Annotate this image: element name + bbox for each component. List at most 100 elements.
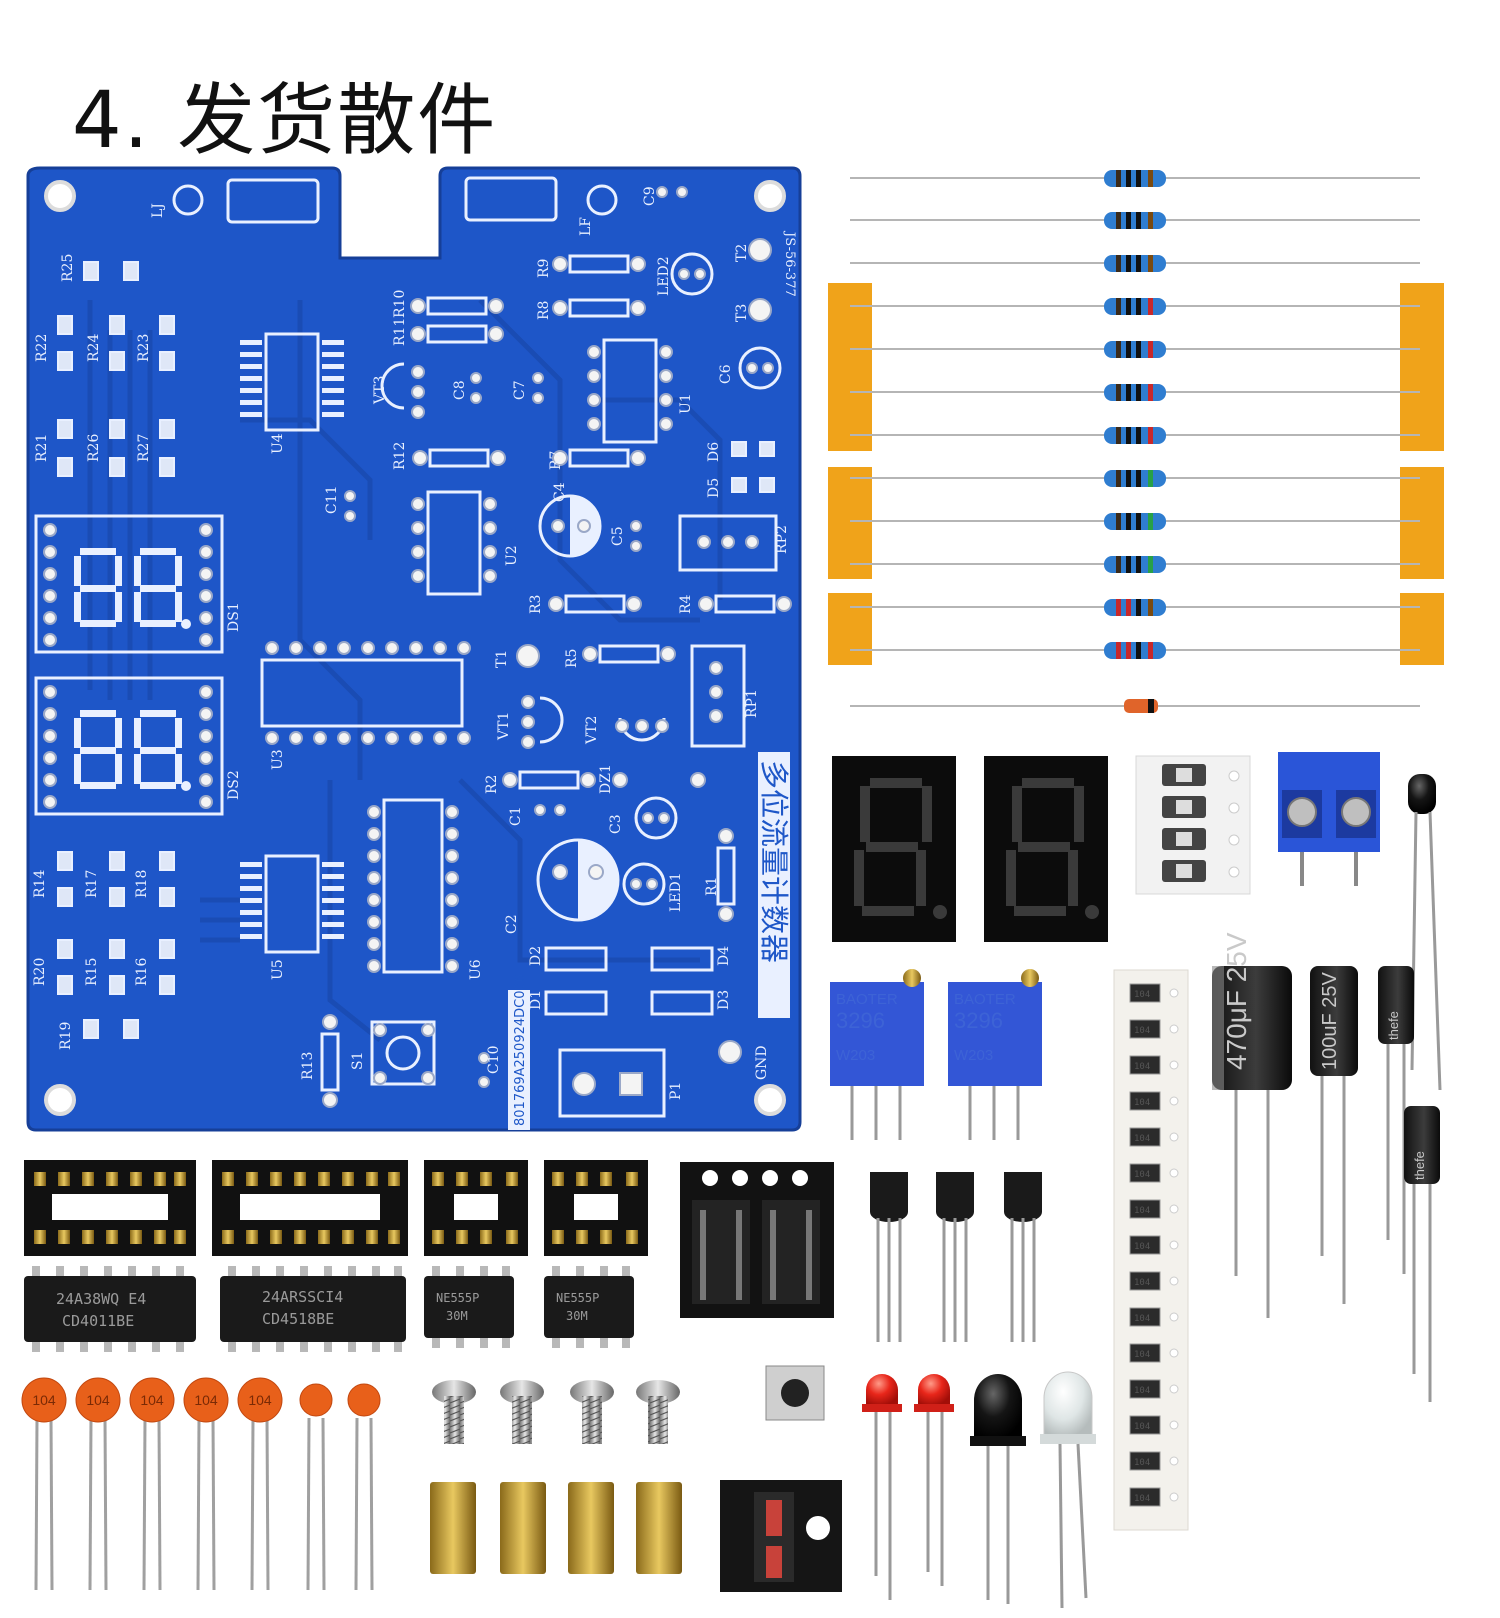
- product-label: 多位流量计数器: [757, 760, 791, 963]
- tape-hole: [1169, 1456, 1179, 1466]
- tactile-switch: [765, 1365, 825, 1421]
- product-label-bg: [758, 752, 790, 1018]
- label-u3: U3: [270, 749, 286, 770]
- ic-ne555-1-line1: NE555P: [436, 1291, 479, 1305]
- label-p1: P1: [668, 1082, 684, 1100]
- board-code: JS-56-377: [782, 230, 797, 297]
- cap-small-2-label: thefe: [1412, 1151, 1427, 1180]
- screws: [432, 1380, 680, 1444]
- smd-resistor: 104: [1129, 1451, 1179, 1471]
- ceramic-cap-label: 104: [32, 1392, 56, 1408]
- label-r25: R25: [60, 254, 76, 282]
- electrolytic-cap-100uf: 100uF 25V: [1310, 966, 1358, 1304]
- smd-resistor: 104: [1129, 1019, 1179, 1039]
- ir-led-clear: [1040, 1371, 1096, 1609]
- diode-tape: [720, 1480, 842, 1592]
- electrolytic-cap-small-2: thefe: [1404, 1106, 1440, 1402]
- label-s1: S1: [350, 1052, 366, 1071]
- label-d6: D6: [706, 442, 722, 462]
- smd-resistor-label: 104: [1134, 1494, 1150, 1504]
- label-rp2: RP2: [774, 525, 790, 554]
- label-r21: R21: [34, 434, 50, 462]
- label-lf: LF: [578, 217, 594, 236]
- ceramic-cap-label: 104: [194, 1392, 218, 1408]
- ds2-segments: [74, 710, 191, 791]
- ic-ne555-1: NE555P 30M: [424, 1266, 514, 1348]
- pcb-traces: [87, 298, 723, 1042]
- smd-resistor-label: 104: [1134, 1242, 1150, 1252]
- label-r12: R12: [392, 442, 408, 470]
- label-r4: R4: [678, 594, 694, 614]
- label-vt2: VT2: [584, 716, 600, 745]
- smd-resistor: 104: [1129, 1091, 1179, 1111]
- pot-2-model: 3296: [954, 1008, 1003, 1033]
- label-lj: LJ: [150, 203, 166, 218]
- tape-hole: [1169, 1276, 1179, 1286]
- smd-resistor-label: 104: [1134, 1350, 1150, 1360]
- label-r14: R14: [32, 870, 48, 898]
- smd-resistor-label: 104: [1134, 990, 1150, 1000]
- ceramic-cap: 104: [237, 1377, 283, 1591]
- smd-resistor-label: 104: [1134, 1206, 1150, 1216]
- tape-hole: [1169, 1492, 1179, 1502]
- tape-hole: [1169, 1096, 1179, 1106]
- pot-2-marking: W203: [954, 1047, 993, 1064]
- ceramic-cap-label: 104: [140, 1392, 164, 1408]
- label-d4: D4: [716, 946, 732, 966]
- terminal-block: [1278, 752, 1380, 886]
- label-c4: C4: [552, 482, 568, 502]
- label-r19: R19: [58, 1022, 74, 1050]
- ir-led-black: [970, 1374, 1026, 1604]
- label-r10: R10: [392, 290, 408, 318]
- label-r18: R18: [134, 870, 150, 898]
- label-c1: C1: [508, 806, 524, 826]
- leds: [862, 1371, 1096, 1609]
- tape-hole: [1169, 1132, 1179, 1142]
- smd-resistor-label: 104: [1134, 1170, 1150, 1180]
- label-led2: LED2: [656, 256, 672, 296]
- resistor-tape: [828, 170, 1444, 713]
- smd-resistor: 104: [1129, 1055, 1179, 1075]
- resistors: [1104, 170, 1166, 713]
- silkscreen: [34, 176, 782, 1118]
- smd-resistor: 104: [1129, 1307, 1179, 1327]
- tape-hole: [1169, 1204, 1179, 1214]
- label-r24: R24: [86, 334, 102, 362]
- label-d5: D5: [706, 478, 722, 498]
- serial-label-bg: [508, 990, 530, 1130]
- label-t3: T3: [734, 304, 750, 322]
- smd-resistor-label: 104: [1134, 1314, 1150, 1324]
- smd-diode-strip: [1135, 755, 1251, 895]
- ceramic-cap: 104: [21, 1377, 67, 1591]
- tape-hole: [1169, 1312, 1179, 1322]
- label-r13: R13: [300, 1052, 316, 1080]
- label-d2: D2: [528, 946, 544, 966]
- cap-470uf-label: 470μF 25V: [1221, 932, 1252, 1070]
- smd-resistor: 104: [1129, 1199, 1179, 1219]
- ic-ne555-1-line2: 30M: [446, 1309, 468, 1323]
- label-u1: U1: [678, 393, 694, 414]
- seven-segment-displays: [832, 756, 1108, 942]
- ic-cd4011-line1: 24A38WQ E4: [56, 1290, 146, 1308]
- label-vt1: VT1: [496, 712, 512, 741]
- smd-resistor: 104: [1129, 1271, 1179, 1291]
- label-led1: LED1: [668, 872, 684, 912]
- ceramic-cap-label: 104: [248, 1392, 272, 1408]
- socket-16pin: [212, 1160, 408, 1256]
- trimmer-pot-2: BAOTER 3296 W203: [948, 969, 1042, 1140]
- label-t1: T1: [494, 650, 510, 668]
- label-c3: C3: [608, 814, 624, 834]
- label-r8: R8: [536, 301, 552, 320]
- label-dz1: DZ1: [598, 764, 614, 794]
- tape-hole: [1169, 1060, 1179, 1070]
- smd-resistor-label: 104: [1134, 1386, 1150, 1396]
- tape-hole: [1169, 1384, 1179, 1394]
- tape-hole: [1169, 1168, 1179, 1178]
- smd-resistor: 104: [1129, 1163, 1179, 1183]
- ceramic-cap: 104: [183, 1377, 229, 1591]
- cap-100uf-label: 100uF 25V: [1319, 971, 1341, 1070]
- ceramic-cap: [347, 1383, 381, 1591]
- smd-resistor: 104: [1129, 1343, 1179, 1363]
- label-r9: R9: [536, 259, 552, 278]
